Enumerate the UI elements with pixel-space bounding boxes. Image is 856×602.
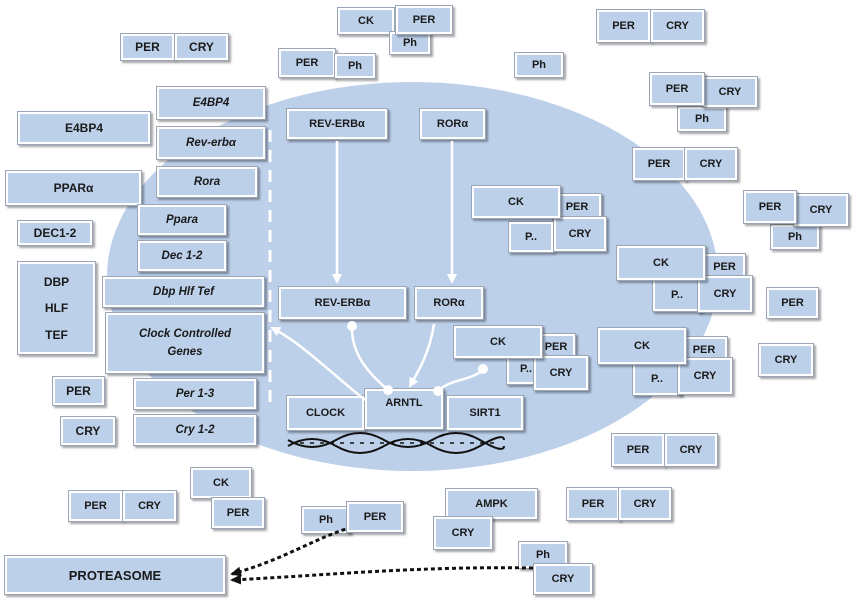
cry-label: CRY [758, 343, 814, 377]
ph-label: Ph [677, 106, 727, 132]
cry-label: CRY [618, 487, 672, 521]
cry-label: CRY [684, 147, 738, 181]
p-trunc-label: P.. [632, 362, 682, 396]
rev-erba-nuclear: REV-ERBα [278, 286, 407, 320]
per-label: PER [596, 9, 651, 43]
ph-label: Ph [770, 224, 820, 250]
sirt1-protein: SIRT1 [446, 395, 524, 431]
per-label: PER [68, 490, 123, 522]
gene-ppara: Ppara [137, 204, 227, 236]
gene-per13: Per 1-3 [133, 378, 257, 410]
dec12-label: DEC1-2 [17, 220, 93, 246]
cry-label: CRY [650, 9, 705, 43]
per-label: PER [395, 5, 453, 35]
ph-label: Ph [334, 53, 376, 79]
ck-label: CK [453, 325, 543, 359]
per-label: PER [743, 190, 797, 224]
cry-label: CRY [793, 193, 849, 227]
cry-label: CRY [533, 355, 589, 391]
dbp-hlf-tef-box: DBP HLF TEF [17, 261, 96, 355]
per-label: PER [566, 487, 620, 521]
e4bp4-label: E4BP4 [17, 111, 151, 145]
ph-label: Ph [389, 31, 431, 55]
gene-rev-erba: Rev-erbα [156, 126, 266, 160]
ppara-label: PPARα [5, 170, 142, 206]
p-trunc-label: P.. [508, 221, 554, 253]
cry-label: CRY [553, 216, 607, 252]
ck-label: CK [597, 327, 687, 365]
cry-label: CRY [433, 516, 493, 550]
proteasome: PROTEASOME [4, 555, 226, 595]
rora-protein: RORα [419, 108, 486, 140]
per-label: PER [278, 48, 336, 78]
ck-label: CK [616, 245, 706, 281]
cry-label: CRY [664, 433, 718, 467]
tef-label: TEF [45, 327, 68, 342]
rora-nuclear: RORα [414, 286, 484, 320]
per-label: PER [120, 33, 175, 61]
ampk-label: AMPK [445, 488, 538, 520]
clock-protein: CLOCK [286, 395, 365, 431]
p-trunc-label: P.. [652, 278, 702, 312]
per-label: PER [346, 501, 404, 533]
gene-e4bp4: E4BP4 [156, 86, 266, 120]
per-label: PER [52, 376, 105, 406]
ck-label: CK [471, 185, 561, 219]
ph-label: Ph [301, 506, 351, 534]
per-label: PER [211, 497, 265, 529]
per-label: PER [766, 287, 819, 319]
clock-controlled-genes: Clock Controlled Genes [105, 312, 265, 374]
hlf-label: HLF [44, 301, 69, 315]
cry-label: CRY [702, 76, 758, 108]
cry-label: CRY [174, 33, 229, 61]
ph-label: Ph [514, 52, 564, 78]
cry-label: CRY [533, 563, 593, 595]
rev-erba-protein: REV-ERBα [286, 108, 388, 140]
gene-rora: Rora [156, 166, 258, 198]
ck-label: CK [190, 467, 252, 499]
cry-label: CRY [60, 416, 116, 446]
arntl-protein: ARNTL [364, 388, 444, 430]
gene-dbp-hlf-tef: Dbp Hlf Tef [102, 276, 265, 308]
cry-label: CRY [697, 275, 753, 313]
cry-label: CRY [122, 490, 177, 522]
gene-dec12: Dec 1-2 [137, 240, 227, 272]
ck-label: CK [337, 7, 395, 35]
gene-cry12: Cry 1-2 [133, 414, 257, 446]
per-label: PER [632, 147, 686, 181]
per-label: PER [649, 72, 705, 106]
dbp-label: DBP [43, 274, 70, 289]
per-label: PER [611, 433, 665, 467]
